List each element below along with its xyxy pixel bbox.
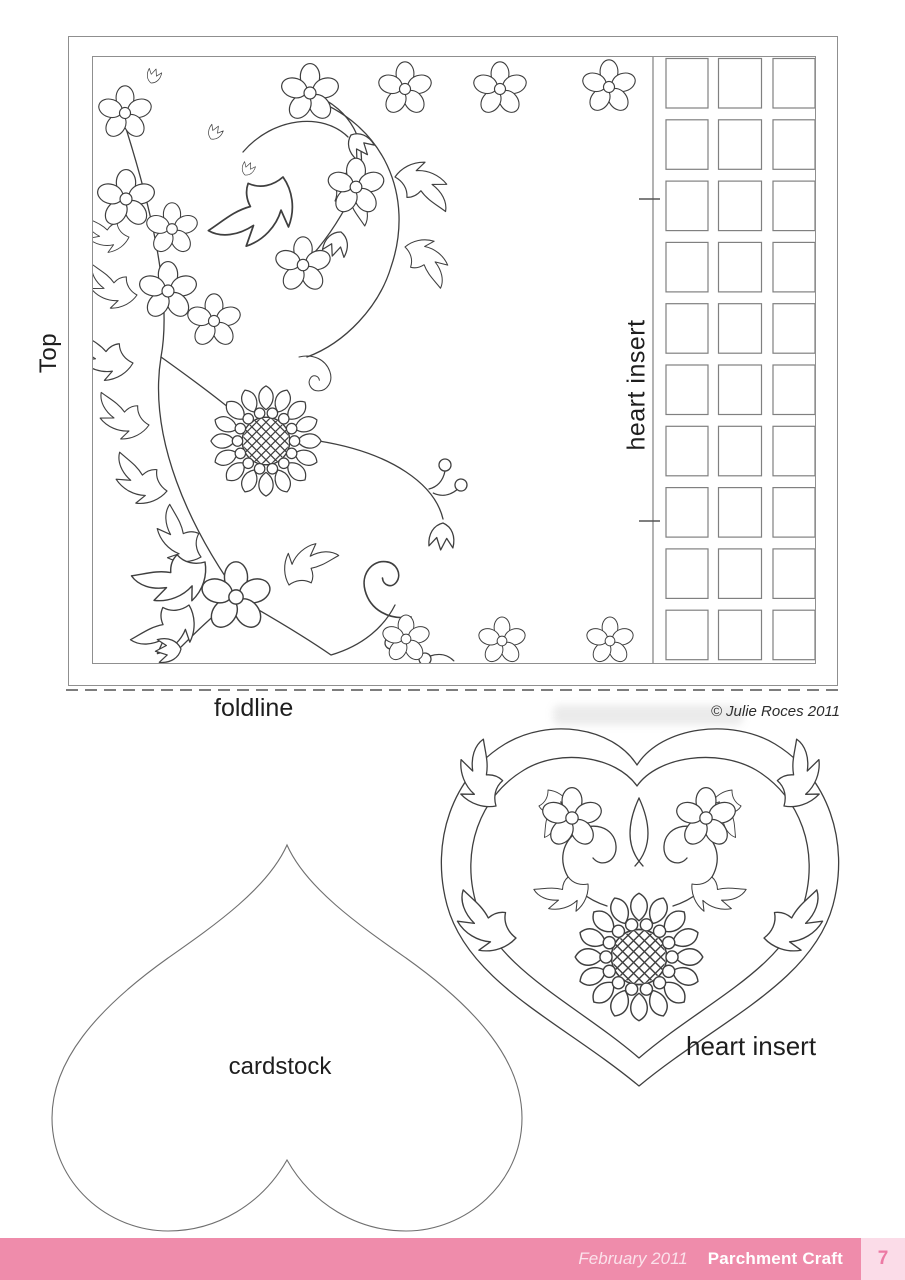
footer-magazine-title: Parchment Craft (707, 1249, 843, 1268)
grid-square (717, 57, 763, 109)
copyright-text: © Julie Roces 2011 (710, 703, 840, 720)
cardstock-label: cardstock (228, 1053, 332, 1080)
grid-squares (665, 57, 815, 661)
heart-insert-art (440, 728, 840, 1087)
grid-square (772, 119, 815, 170)
foldline-dashed-line (66, 689, 838, 691)
card-front-pattern-svg (93, 57, 815, 663)
registration-ticks (639, 198, 660, 522)
grid-square (772, 487, 815, 538)
grid-square (665, 180, 709, 232)
foldline-label: foldline (214, 694, 294, 722)
grid-square (717, 425, 763, 477)
grid-strip-label: heart insert (622, 319, 651, 451)
grid-square (665, 609, 709, 661)
heart-templates-svg (51, 728, 840, 1232)
grid-square (665, 548, 709, 599)
grid-square (772, 303, 815, 354)
grid-square (665, 487, 709, 538)
page-number-box: 7 (861, 1238, 905, 1280)
floral-pattern-art (93, 60, 638, 663)
grid-square (717, 119, 763, 170)
grid-square (665, 303, 709, 354)
top-orientation-label: Top (35, 332, 62, 374)
heart-insert-label: heart insert (686, 1031, 817, 1061)
grid-square (717, 364, 763, 416)
grid-square (772, 57, 815, 109)
grid-square (717, 548, 763, 599)
grid-square (717, 241, 763, 293)
grid-square (772, 241, 815, 293)
page-number: 7 (877, 1248, 889, 1269)
grid-square (665, 119, 709, 170)
grid-square (717, 303, 763, 354)
footer-issue-date: February 2011 (578, 1249, 688, 1268)
grid-square (665, 241, 709, 293)
grid-square (772, 609, 815, 661)
grid-square (772, 180, 815, 232)
grid-square (772, 548, 815, 599)
grid-square (665, 57, 709, 109)
grid-square (665, 364, 709, 416)
grid-square (717, 180, 763, 232)
footer-bar: February 2011 Parchment Craft (0, 1238, 861, 1280)
pattern-outer-frame (68, 36, 838, 686)
pattern-inner-frame (92, 56, 816, 664)
grid-square (772, 425, 815, 477)
grid-square (665, 425, 709, 477)
heart-insert-grid-strip (639, 57, 815, 663)
scan-smudge (553, 705, 743, 725)
grid-square (717, 609, 763, 661)
cardstock-heart-outline (51, 843, 523, 1232)
grid-square (772, 364, 815, 416)
grid-square (717, 487, 763, 538)
